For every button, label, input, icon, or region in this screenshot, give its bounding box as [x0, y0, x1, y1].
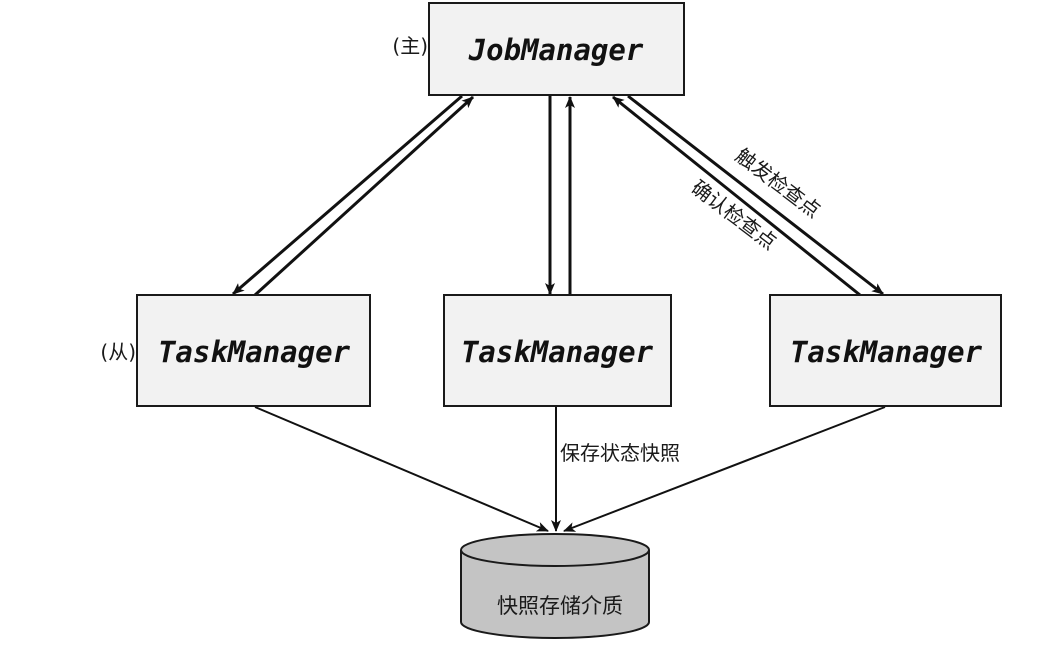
taskmanager-label-1: TaskManager — [158, 335, 351, 369]
taskmanager-label-3: TaskManager — [790, 335, 983, 369]
arrow-tm1-to-jm — [253, 95, 475, 297]
control-arrows — [232, 94, 884, 297]
taskmanager-node-1: TaskManager — [136, 294, 371, 407]
storage-label: 快照存储介质 — [497, 594, 623, 618]
arrow-tm3-to-jm-confirm — [612, 95, 861, 297]
jobmanager-box — [428, 2, 685, 96]
snapshot-arrows — [254, 406, 886, 532]
snapshot-storage: 快照存储介质 — [460, 533, 650, 639]
taskmanager-box-1 — [136, 294, 371, 407]
arrow-jm-to-tm1 — [232, 94, 463, 296]
jobmanager-label: JobManager — [468, 33, 644, 67]
arrow-tm1-to-storage — [254, 406, 549, 532]
taskmanager-node-2: TaskManager — [443, 294, 672, 407]
storage-cylinder-top — [460, 533, 650, 567]
storage-cylinder-body — [460, 550, 650, 639]
master-role-label: (主) — [392, 34, 428, 58]
arrow-jm-to-tm3-trigger — [627, 94, 884, 296]
taskmanager-box-3 — [769, 294, 1002, 407]
taskmanager-node-3: TaskManager — [769, 294, 1002, 407]
taskmanager-box-2 — [443, 294, 672, 407]
jobmanager-node: JobManager — [428, 2, 685, 96]
worker-role-label: (从) — [100, 340, 136, 364]
save-state-snapshot-label: 保存状态快照 — [560, 441, 680, 465]
taskmanager-label-2: TaskManager — [461, 335, 654, 369]
arrow-tm3-to-storage — [563, 406, 886, 532]
